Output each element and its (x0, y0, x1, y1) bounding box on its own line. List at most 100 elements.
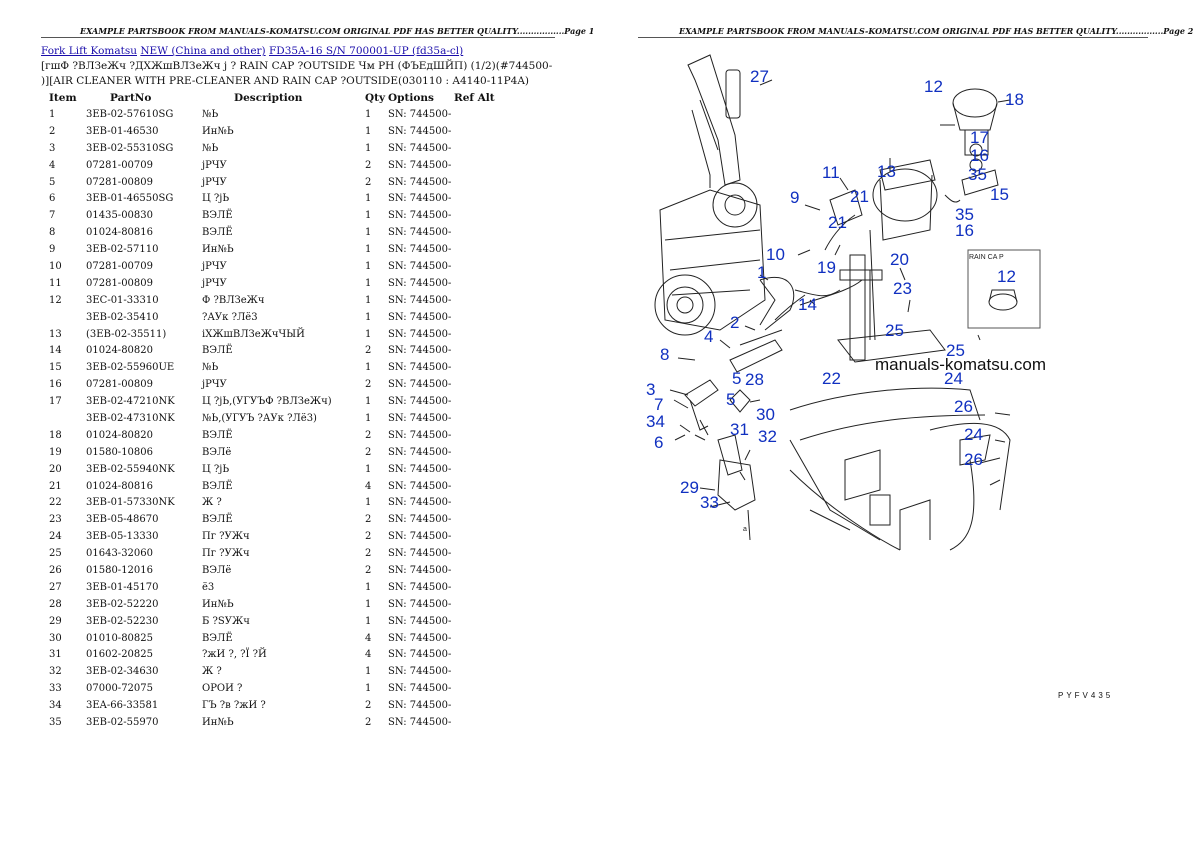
description-cell: №Ь,(УГУЪ ?АУк ?Лё3) (202, 412, 317, 424)
callout-12: 12 (997, 267, 1016, 286)
callout-12: 12 (924, 77, 943, 96)
callout-30: 30 (756, 405, 775, 424)
header-rule-2 (638, 37, 1148, 38)
description-cell: ?жИ ?, ?Ї ?Й (202, 649, 267, 661)
qty-cell: 1 (365, 260, 372, 272)
partno-cell: 01024-80816 (86, 227, 154, 239)
qty-cell: 1 (365, 193, 372, 205)
qty-cell: 1 (365, 227, 372, 239)
qty-cell: 2 (365, 379, 372, 391)
col-partno-header: PartNo (110, 92, 152, 104)
partno-cell: 3EB-02-55310SG (86, 142, 174, 154)
description-cell: ё3 (202, 581, 215, 593)
qty-cell: 1 (365, 683, 372, 695)
qty-cell: 2 (365, 446, 372, 458)
breadcrumb-link-model[interactable]: FD35A-16 S/N 700001-UP (fd35a-cl) (269, 45, 464, 57)
callout-25: 25 (885, 321, 904, 340)
partno-cell: 01024-80816 (86, 480, 154, 492)
callout-25: 25 (946, 341, 965, 360)
qty-cell: 2 (365, 345, 372, 357)
item-cell (41, 309, 86, 326)
refalt-cell (454, 326, 504, 343)
description-cell: jРЧУ (202, 379, 227, 391)
refalt-cell (454, 494, 504, 511)
qty-cell: 1 (365, 125, 372, 137)
description-cell: №Ь (202, 108, 219, 120)
refalt-cell (454, 528, 504, 545)
options-cell: SN: 744500- (388, 227, 452, 239)
item-cell: 7 (49, 210, 56, 222)
parts-table: Item PartNo Description Qty Options Ref … (41, 90, 504, 731)
qty-cell: 4 (365, 480, 372, 492)
options-cell: SN: 744500- (388, 581, 452, 593)
qty-cell: 2 (365, 531, 372, 543)
callout-8: 8 (660, 345, 669, 364)
options-cell: SN: 744500- (388, 514, 452, 526)
col-description-header: Description (234, 92, 303, 104)
partno-cell: 01580-12016 (86, 564, 154, 576)
qty-cell: 1 (365, 666, 372, 678)
callout-17: 17 (970, 128, 989, 147)
partno-cell: 3EB-05-13330 (86, 531, 159, 543)
section-title-line-2: )][AIR CLEANER WITH PRE-CLEANER AND RAIN… (41, 75, 530, 87)
breadcrumb-link-forklift[interactable]: Fork Lift Komatsu (41, 45, 137, 57)
partno-cell: 01580-10806 (86, 446, 154, 458)
qty-cell: 2 (365, 429, 372, 441)
refalt-cell (454, 427, 504, 444)
description-cell: jРЧУ (202, 176, 227, 188)
options-cell: SN: 744500- (388, 294, 452, 306)
refalt-cell (454, 663, 504, 680)
callout-5: 5 (732, 369, 741, 388)
description-cell: Ин№Ь (202, 125, 234, 137)
options-cell: SN: 744500- (388, 193, 452, 205)
breadcrumb-link-region[interactable]: NEW (China and other) (140, 45, 266, 57)
item-cell: 17 (49, 396, 62, 408)
options-cell: SN: 744500- (388, 210, 452, 222)
callout-10: 10 (766, 245, 785, 264)
options-cell: SN: 744500- (388, 412, 452, 424)
callout-1: 1 (757, 263, 766, 282)
description-cell: Б ?SУЖч (202, 615, 250, 627)
partno-cell: 3EA-66-33581 (86, 700, 159, 712)
qty-cell: 4 (365, 632, 372, 644)
qty-cell: 2 (365, 176, 372, 188)
partno-cell: 07281-00809 (86, 277, 154, 289)
col-refalt-header: Ref Alt (454, 92, 495, 104)
page-header-2: EXAMPLE PARTSBOOK FROM MANUALS-KOMATSU.C… (679, 26, 1193, 36)
description-cell: ВЭЛё (202, 564, 232, 576)
options-cell: SN: 744500- (388, 244, 452, 256)
refalt-cell (454, 174, 504, 191)
refalt-cell (454, 140, 504, 157)
callout-5: 5 (726, 390, 735, 409)
description-cell: iХЖшВЛЗеЖчЧЫЙ (202, 328, 305, 340)
options-cell: SN: 744500- (388, 446, 452, 458)
refalt-cell (454, 359, 504, 376)
callout-34: 34 (646, 412, 665, 431)
description-cell: Ин№Ь (202, 717, 234, 728)
item-cell: 16 (49, 379, 62, 391)
item-cell: 25 (49, 548, 62, 560)
partno-cell: 3EB-05-48670 (86, 514, 159, 526)
qty-cell: 1 (365, 311, 372, 323)
item-cell: 34 (49, 700, 62, 712)
item-cell: 32 (49, 666, 62, 678)
refalt-cell (454, 647, 504, 664)
item-cell: 4 (49, 159, 56, 171)
refalt-cell (454, 309, 504, 326)
item-cell: 11 (49, 277, 62, 289)
options-cell: SN: 744500- (388, 700, 452, 712)
options-cell: SN: 744500- (388, 108, 452, 120)
col-qty-header: Qty (365, 92, 386, 104)
